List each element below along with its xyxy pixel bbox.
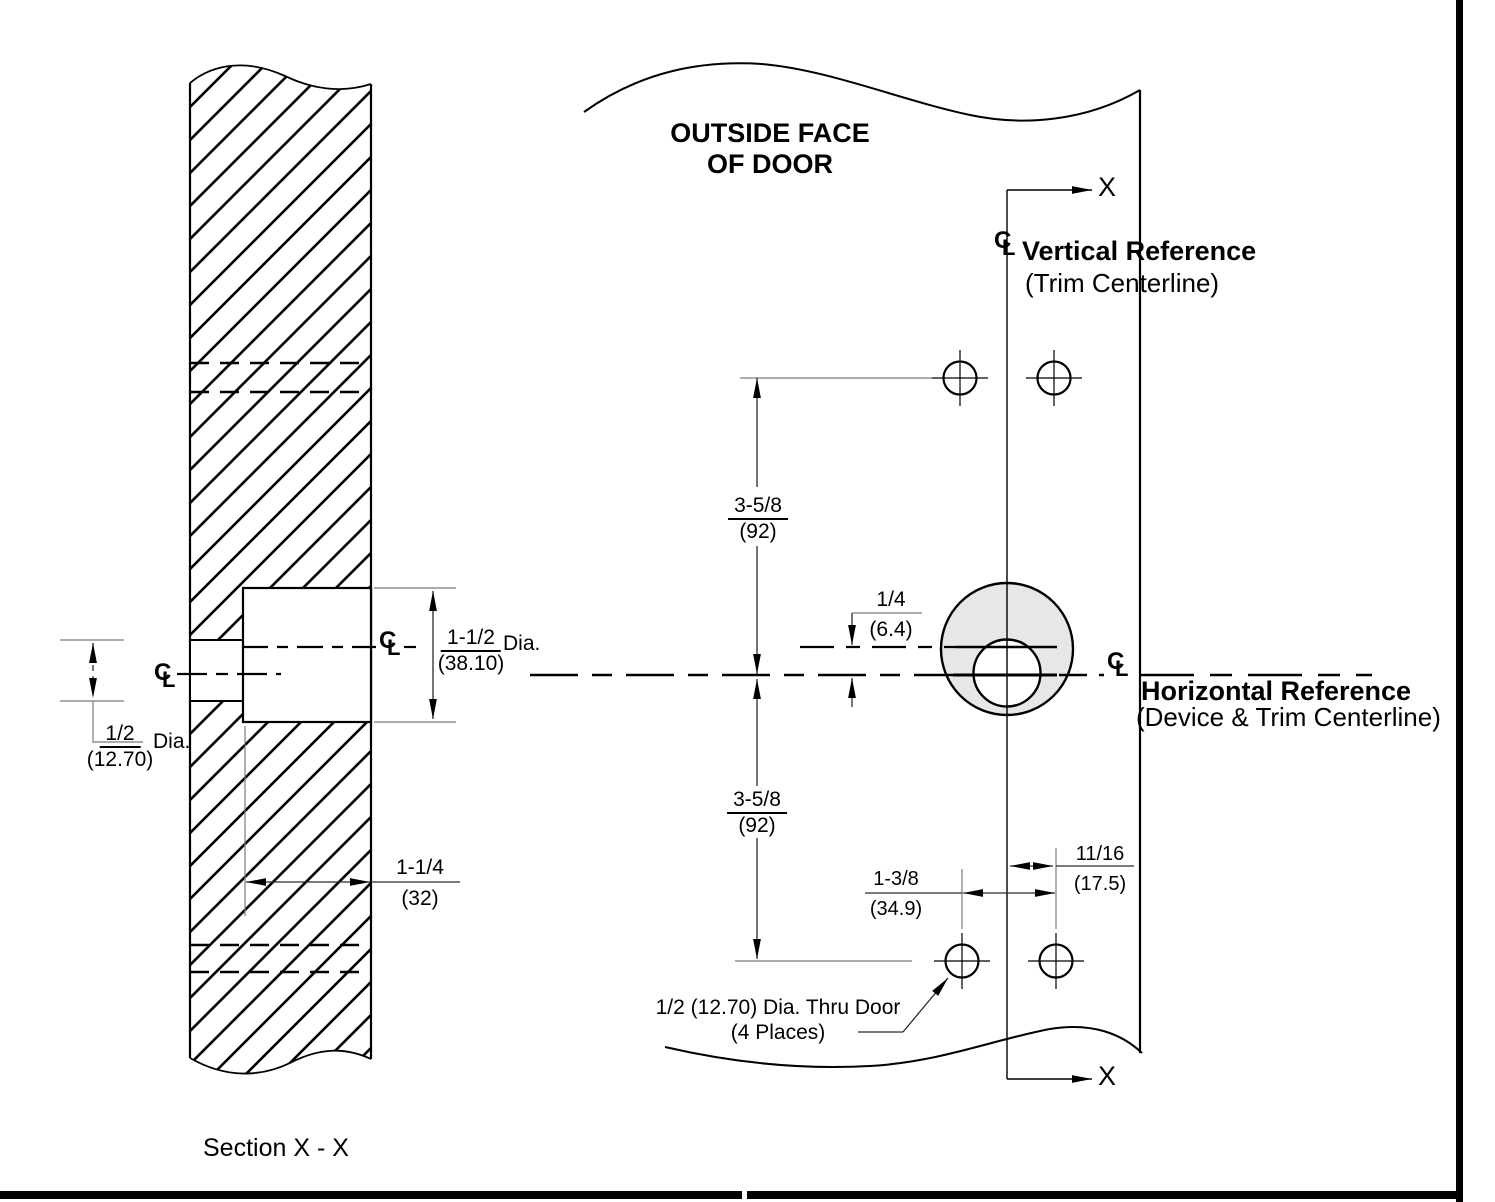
- centerline-icon: C L: [379, 627, 401, 660]
- page-border-right: [1456, 0, 1463, 1202]
- centerline-icon: C L: [994, 227, 1016, 260]
- leader-arrow: [858, 977, 949, 1033]
- section-cut-x-top: X: [1098, 172, 1117, 202]
- dim-device-dia-fraction: 1-1/2: [441, 626, 501, 652]
- bottom-wave: [664, 1025, 1143, 1068]
- dim-device-dia-suffix: Dia.: [503, 632, 541, 655]
- thru-door-note-line2: (4 Places): [730, 1021, 826, 1044]
- horizontal-reference-label: Horizontal Reference: [1141, 676, 1412, 706]
- centerlines: [177, 645, 1372, 677]
- thru-door-note: 1/2 (12.70) Dia. Thru Door (4 Places): [656, 995, 901, 1045]
- thru-door-note-line1: 1/2 (12.70) Dia. Thru Door: [655, 996, 901, 1019]
- dim-backset: 1-1/4 (32): [396, 856, 444, 911]
- dim-backset-metric: (32): [401, 887, 439, 910]
- door-section-top-break: [189, 64, 372, 90]
- dim-edge-offset: 11/16 (17.5): [1074, 843, 1126, 895]
- section-title: Section X - X: [203, 1134, 349, 1162]
- dim-hole-dia-suffix: Dia.: [153, 730, 191, 753]
- dim-hole-dia: 1/2 (12.70): [87, 722, 154, 772]
- page-border-bottom: [0, 1191, 1456, 1199]
- dim-upper-spacing-fraction: 3-5/8: [728, 494, 788, 520]
- dim-lower-spacing-fraction: 3-5/8: [727, 788, 787, 814]
- dim-offset-fraction: 1/4: [876, 588, 906, 611]
- extension-lines: [60, 377, 1057, 962]
- dim-backset-fraction: 1-1/4: [396, 856, 444, 879]
- dim-offset-metric: (6.4): [869, 618, 913, 641]
- section-cut-x-bottom: X: [1098, 1061, 1117, 1091]
- dim-edge-offset-fraction: 11/16: [1075, 843, 1125, 865]
- outside-face-line2: OF DOOR: [707, 149, 833, 179]
- page-border-notch: [742, 1191, 747, 1199]
- hole-channel-section: [190, 639, 243, 702]
- dim-hole-span-fraction: 1-3/8: [873, 868, 919, 890]
- top-wave: [583, 62, 1141, 122]
- dim-edge-offset-metric: (17.5): [1073, 873, 1127, 895]
- dim-lower-spacing-metric: (92): [738, 814, 776, 837]
- vertical-reference-sub: (Trim Centerline): [1025, 268, 1220, 298]
- hole-markers: [932, 350, 1084, 989]
- hole-marker: [932, 350, 988, 406]
- device-body-section: [241, 586, 373, 724]
- dim-hole-span-metric: (34.9): [869, 898, 923, 920]
- centerline-icon: C L: [1107, 648, 1129, 681]
- dim-device-dia-metric: (38.10): [437, 652, 505, 675]
- dim-upper-spacing: 3-5/8 (92): [728, 494, 788, 544]
- outside-face-line1: OUTSIDE FACE: [670, 118, 870, 148]
- dim-hole-dia-metric: (12.70): [86, 748, 154, 771]
- dim-lower-spacing: 3-5/8 (92): [727, 788, 787, 838]
- dim-offset: 1/4 (6.4): [869, 588, 912, 642]
- outside-face-label: OUTSIDE FACE OF DOOR: [670, 118, 870, 180]
- dim-upper-spacing-metric: (92): [739, 520, 777, 543]
- hole-marker: [1028, 933, 1084, 989]
- hole-marker: [934, 933, 990, 989]
- door-section: [188, 64, 373, 1075]
- door-section-hatch-fill: [190, 65, 371, 1074]
- dimension-lines: [89, 378, 1134, 959]
- section-hidden-holes: [190, 361, 371, 974]
- horizontal-reference-sub: (Device & Trim Centerline): [1136, 702, 1441, 732]
- dim-hole-span: 1-3/8 (34.9): [870, 868, 922, 920]
- vertical-reference-label: Vertical Reference: [1022, 236, 1257, 266]
- door-section-bottom-break: [189, 1049, 372, 1075]
- centerline-icon: C L: [154, 659, 176, 692]
- dim-hole-dia-fraction: 1/2: [99, 722, 141, 748]
- hole-marker: [1026, 350, 1082, 406]
- dim-device-dia: 1-1/2 (38.10): [438, 626, 505, 676]
